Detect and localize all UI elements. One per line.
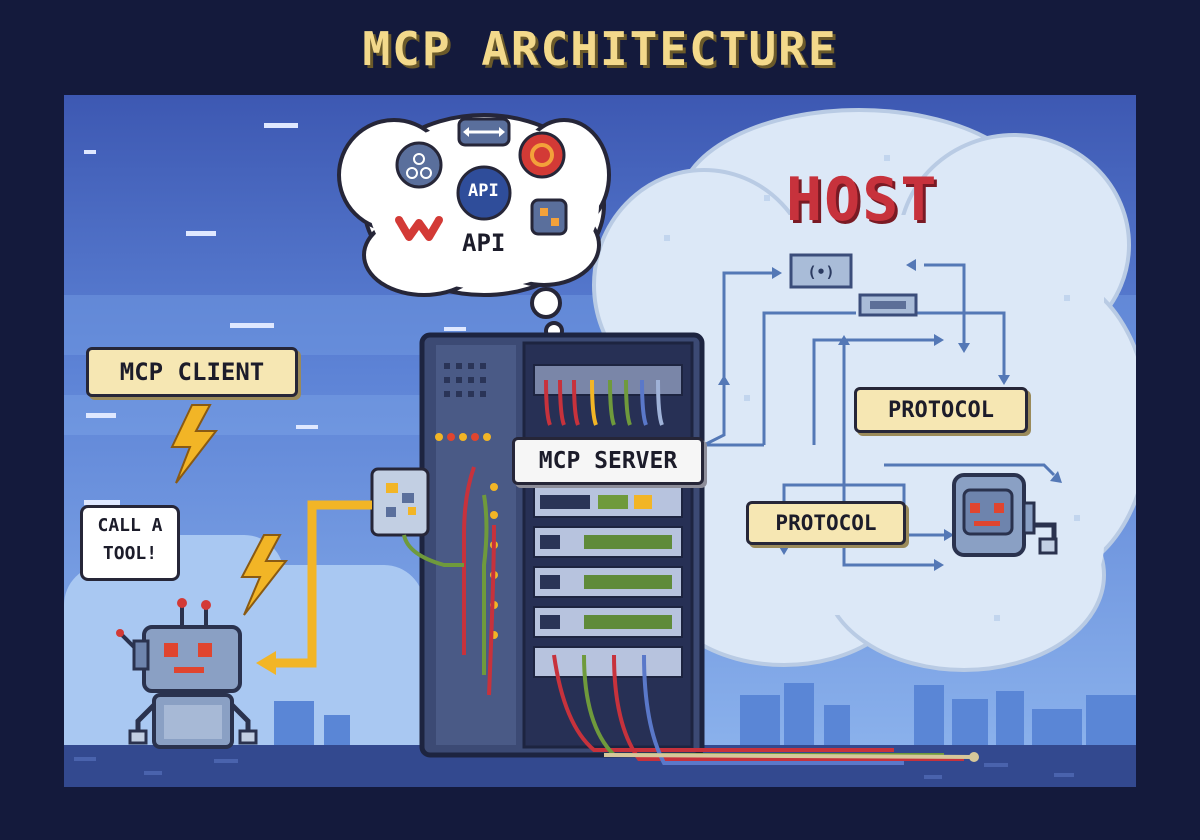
api-icon [456, 165, 512, 221]
protocol-label-bottom: PROTOCOL [746, 501, 906, 545]
host-robot [952, 473, 1058, 557]
call-a-tool-speech-bubble: CALL A TOOL! [80, 505, 180, 581]
ground-texture [74, 757, 1074, 779]
client-server-cable [274, 500, 372, 668]
network-icon [395, 141, 443, 189]
speech-line-2: TOOL! [102, 543, 158, 564]
arrow-left-right-icon [457, 117, 511, 147]
protocol-chips: (•) [789, 253, 918, 317]
waveform-icon [395, 216, 443, 241]
mcp-server-label: MCP SERVER [512, 437, 704, 485]
gear-icon [518, 131, 566, 179]
mcp-client-label: MCP CLIENT [86, 347, 298, 397]
scene: (•) [64, 95, 1136, 787]
robot-icon [116, 598, 258, 749]
flow-arrowheads [718, 259, 1062, 571]
puzzle-icon [530, 198, 568, 236]
protocol-label-top: PROTOCOL [854, 387, 1028, 433]
speech-line-1: CALL A [97, 515, 163, 536]
svg-text:(•): (•) [807, 263, 834, 281]
adapter-module [370, 467, 464, 567]
cable-arrowhead [256, 651, 276, 675]
api-caption: API [462, 229, 506, 257]
page-title: MCP ARCHITECTURE [362, 22, 838, 76]
host-title: HOST [786, 165, 939, 235]
protocol-flow-lines [703, 263, 1056, 567]
api-badge-label: API [468, 181, 499, 201]
lightning-icon [170, 404, 289, 616]
